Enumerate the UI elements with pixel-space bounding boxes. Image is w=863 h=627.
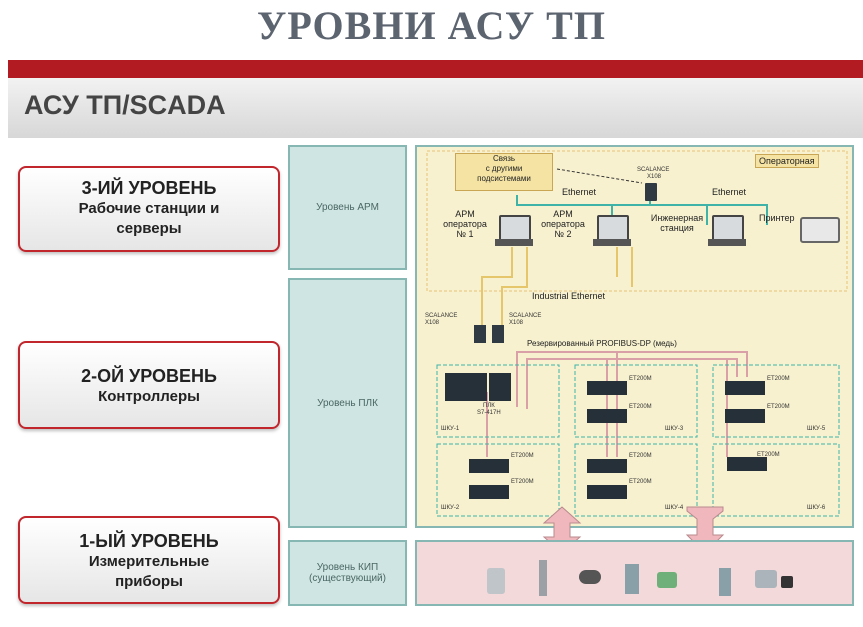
scalance-top-label2: X108 bbox=[647, 174, 662, 180]
keyboard-icon bbox=[593, 239, 631, 246]
computer-icon bbox=[712, 215, 744, 241]
industrial-ethernet-label: Industrial Ethernet bbox=[532, 291, 606, 301]
subtitle: АСУ ТП/SCADA bbox=[24, 90, 226, 120]
eng-label: Инженерная станция bbox=[649, 213, 705, 233]
level-1-box: 1-ЫЙ УРОВЕНЬ Измерительные приборы bbox=[18, 516, 280, 604]
level-2-desc-line1: Контроллеры bbox=[98, 388, 200, 405]
keyboard-icon bbox=[495, 239, 533, 246]
plc-icon bbox=[489, 373, 511, 401]
profibus-label: Резервированный PROFIBUS-DP (медь) bbox=[527, 339, 677, 348]
et200m-label: ET200M bbox=[629, 376, 652, 382]
ethernet-label-right: Ethernet bbox=[712, 187, 747, 197]
page-title: УРОВНИ АСУ ТП bbox=[257, 3, 606, 48]
kip-level-label: Уровень КИП bbox=[316, 562, 379, 573]
level-1-desc-line1: Измерительные bbox=[88, 553, 210, 570]
level-1-name: 1-ЫЙ УРОВЕНЬ bbox=[79, 531, 219, 551]
printer-icon bbox=[800, 217, 840, 243]
scalance-top-label1: SCALANCE bbox=[637, 167, 670, 173]
eng-line2: станция bbox=[660, 223, 694, 233]
level-3-name: 3-ИЙ УРОВЕНЬ bbox=[81, 178, 217, 198]
arm2-line1: АРМ bbox=[553, 209, 573, 219]
arm1-line2: оператора bbox=[443, 219, 487, 229]
computer-icon bbox=[499, 215, 531, 241]
flowmeter-icon bbox=[487, 568, 505, 594]
plc-label-line1: ПЛК bbox=[483, 403, 495, 409]
level-2-name: 2-ОЙ УРОВЕНЬ bbox=[81, 366, 217, 386]
sensor-icon bbox=[625, 564, 639, 594]
level-3-desc-line1: Рабочие станции и bbox=[78, 200, 220, 217]
et200m-label: ET200M bbox=[511, 453, 534, 459]
red-accent-bar bbox=[8, 60, 863, 78]
arm2-line2: оператора bbox=[541, 219, 585, 229]
plc-level-panel: Уровень ПЛК bbox=[288, 278, 407, 528]
io-module-icon bbox=[587, 381, 627, 395]
arm-level-panel: Уровень АРМ bbox=[288, 145, 407, 270]
cabinet-label-3: ШКУ-3 bbox=[665, 426, 684, 432]
kip-level-panel: Уровень КИП (существующий) bbox=[288, 540, 407, 606]
transmitter-icon bbox=[657, 572, 677, 588]
other-subsystems-box: Связь с другими подсистемами bbox=[455, 153, 553, 191]
keyboard-icon bbox=[708, 239, 746, 246]
valve-icon bbox=[755, 570, 777, 588]
printer-label: Принтер bbox=[759, 213, 795, 223]
plc-level-label: Уровень ПЛК bbox=[317, 397, 378, 409]
arm1-line1: АРМ bbox=[455, 209, 475, 219]
et200m-label: ET200M bbox=[767, 404, 790, 410]
et200m-label: ET200M bbox=[629, 453, 652, 459]
cabinet-label-6: ШКУ-6 bbox=[807, 505, 826, 511]
cabinet-label-4: ШКУ-4 bbox=[665, 505, 684, 511]
network-lines bbox=[426, 150, 848, 517]
level-sensor-icon bbox=[539, 560, 547, 596]
arm2-line3: № 2 bbox=[554, 229, 572, 239]
io-module-icon bbox=[587, 485, 627, 499]
cabinet-label-2: ШКУ-2 bbox=[441, 505, 460, 511]
link-line3: подсистемами bbox=[477, 174, 531, 183]
link-line1: Связь bbox=[492, 154, 516, 163]
level-2-box: 2-ОЙ УРОВЕНЬ Контроллеры bbox=[18, 341, 280, 429]
header-band bbox=[8, 78, 863, 138]
sensor-icon bbox=[781, 576, 793, 588]
io-module-icon bbox=[725, 409, 765, 423]
io-module-icon bbox=[469, 459, 509, 473]
cabinet-label-5: ШКУ-5 bbox=[807, 426, 826, 432]
et200m-label: ET200M bbox=[629, 479, 652, 485]
cabinet-label-1: ШКУ-1 bbox=[441, 426, 460, 432]
level-3-desc-line2: серверы bbox=[116, 220, 182, 237]
switch-icon bbox=[645, 183, 657, 201]
arm2-label: АРМ оператора № 2 bbox=[537, 209, 589, 239]
switch-icon bbox=[474, 325, 486, 343]
switch-icon bbox=[492, 325, 504, 343]
et200m-label: ET200M bbox=[757, 452, 780, 458]
eng-line1: Инженерная bbox=[650, 213, 704, 223]
operator-room-label: Операторная bbox=[755, 154, 819, 168]
plc-label-line2: S7-417H bbox=[477, 410, 501, 416]
network-diagram: Операторная Связь с другими подсистемами… bbox=[415, 145, 854, 528]
ethernet-label-left: Ethernet bbox=[562, 187, 597, 197]
plc-icon bbox=[445, 373, 487, 401]
io-module-icon bbox=[469, 485, 509, 499]
io-module-icon bbox=[727, 457, 767, 471]
io-module-icon bbox=[725, 381, 765, 395]
link-line2: с другими bbox=[485, 164, 523, 173]
arm1-label: АРМ оператора № 1 bbox=[439, 209, 491, 239]
et200m-label: ET200M bbox=[629, 404, 652, 410]
scalance-right-label: SCALANCE X108 bbox=[509, 313, 542, 326]
pressure-sensor-icon bbox=[719, 568, 731, 596]
sensor-icon bbox=[579, 570, 601, 584]
arm1-line3: № 1 bbox=[456, 229, 474, 239]
scalance-left-label: SCALANCE X108 bbox=[425, 313, 458, 326]
et200m-label: ET200M bbox=[511, 479, 534, 485]
computer-icon bbox=[597, 215, 629, 241]
kip-level-sublabel: (существующий) bbox=[309, 573, 386, 584]
instruments-panel bbox=[415, 540, 854, 606]
io-module-icon bbox=[587, 409, 627, 423]
io-module-icon bbox=[587, 459, 627, 473]
et200m-label: ET200M bbox=[767, 376, 790, 382]
level-3-box: 3-ИЙ УРОВЕНЬ Рабочие станции и серверы bbox=[18, 166, 280, 252]
level-1-desc-line2: приборы bbox=[115, 573, 183, 590]
arm-level-label: Уровень АРМ bbox=[316, 202, 379, 213]
